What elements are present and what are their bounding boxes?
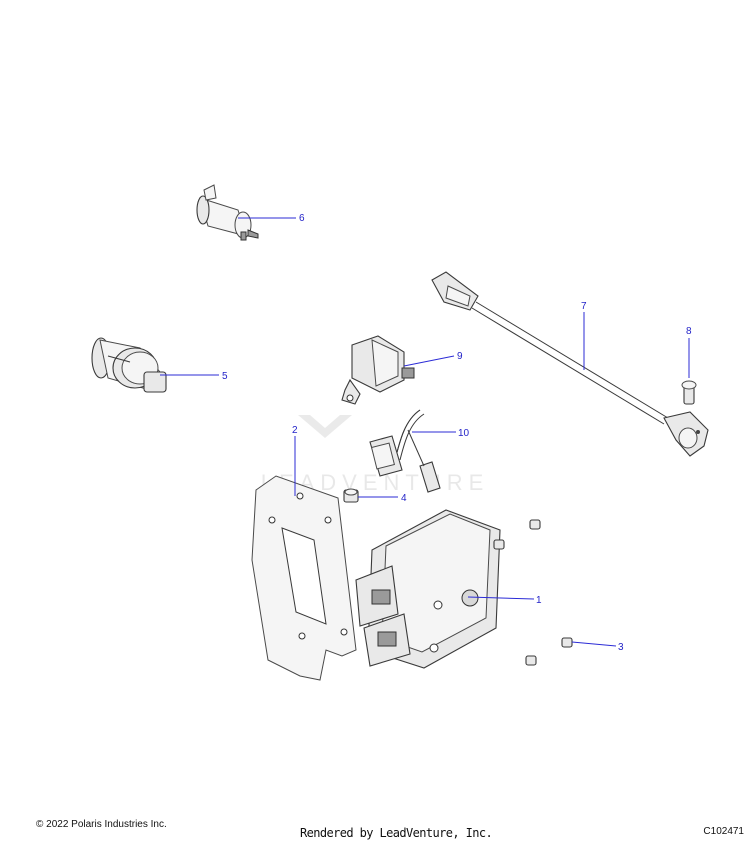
callout-8[interactable]: 8 — [686, 326, 692, 337]
part-6-sensor[interactable] — [196, 184, 259, 241]
callout-3[interactable]: 3 — [618, 642, 624, 653]
callout-7[interactable]: 7 — [581, 301, 587, 312]
callout-6[interactable]: 6 — [299, 213, 305, 224]
part-3-screws[interactable] — [493, 519, 573, 666]
callout-4[interactable]: 4 — [401, 493, 407, 504]
callout-2[interactable]: 2 — [292, 425, 298, 436]
callout-5[interactable]: 5 — [222, 371, 228, 382]
part-8-bolt[interactable] — [681, 380, 697, 405]
callout-10[interactable]: 10 — [458, 428, 470, 439]
diagram-code: C102471 — [703, 826, 744, 837]
copyright-text: © 2022 Polaris Industries Inc. — [36, 819, 167, 830]
part-2-bracket[interactable] — [251, 475, 357, 681]
callout-9[interactable]: 9 — [457, 351, 463, 362]
part-5-sensor[interactable] — [91, 337, 167, 393]
callout-line-9 — [403, 355, 455, 367]
callout-1[interactable]: 1 — [536, 595, 542, 606]
part-1-ecu[interactable] — [355, 509, 501, 669]
rendered-by-text: Rendered by LeadVenture, Inc. — [300, 826, 493, 840]
part-10-pigtail[interactable] — [369, 409, 441, 493]
part-7-crank-sensor[interactable] — [431, 271, 709, 457]
part-9-relay[interactable] — [341, 335, 415, 405]
callout-line-1 — [467, 596, 535, 600]
callout-line-3 — [571, 641, 617, 647]
part-4-push-nut[interactable] — [343, 488, 359, 503]
